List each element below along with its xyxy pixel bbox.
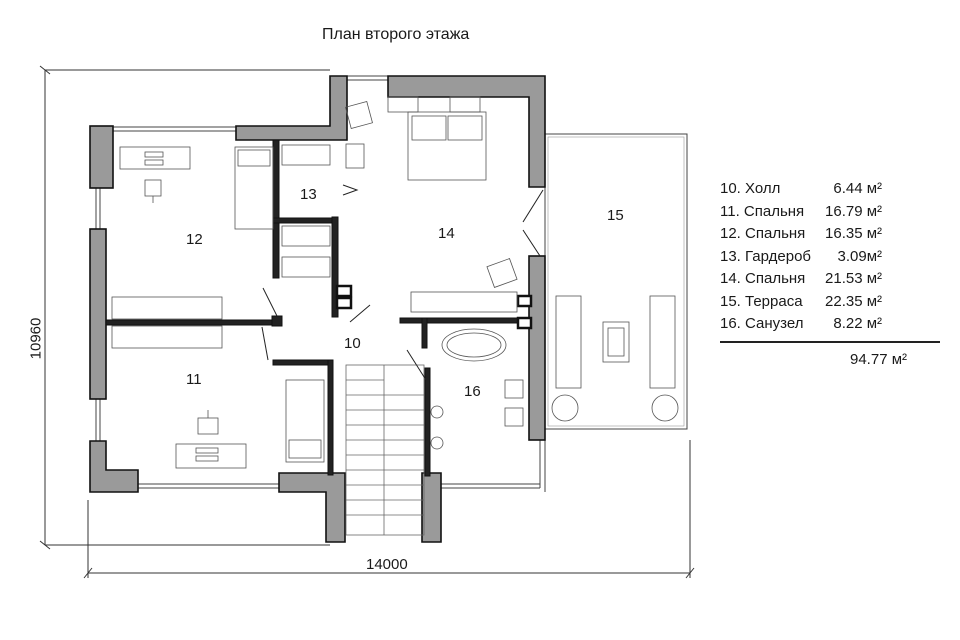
partition [272,139,280,279]
room-label-14: 14 [438,225,455,242]
terrace-outline [544,133,688,430]
room-label-16: 16 [464,383,481,400]
furniture [111,96,679,469]
legend-divider [720,341,940,343]
dimension-width: 14000 [366,556,408,573]
wall [235,75,348,141]
room-label-12: 12 [186,231,203,248]
wall [278,472,346,543]
room-label-15: 15 [607,207,624,224]
room-label-11: 11 [186,371,202,388]
plan-title: План второго этажа [322,26,470,43]
room-label-13: 13 [300,186,317,203]
wall [421,472,442,543]
staircase [345,364,425,536]
room-label-10: 10 [344,335,361,352]
wall [528,255,546,441]
legend-total: 94.77 м² [850,351,908,368]
wall [89,228,107,400]
dimension-height: 10960 [27,317,45,360]
wall [89,440,139,493]
wall [387,75,546,188]
wall [89,125,114,189]
